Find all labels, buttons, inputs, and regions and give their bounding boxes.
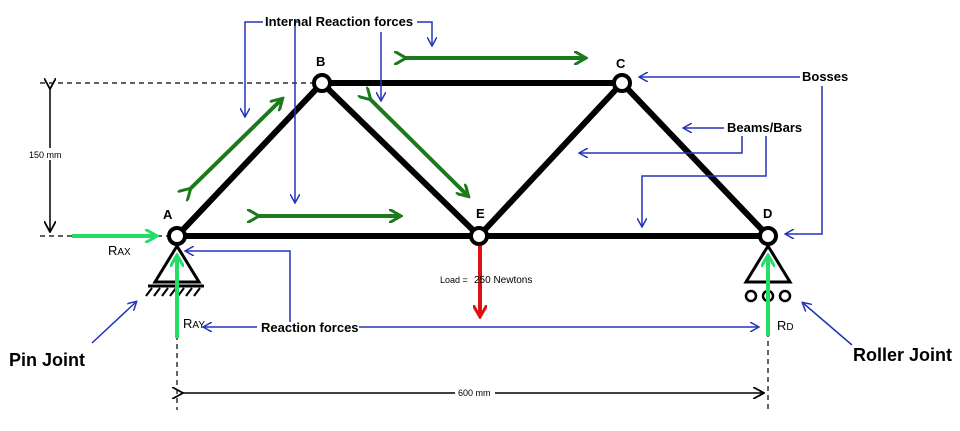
node-label-a: A xyxy=(163,207,173,222)
span-dimension-label: 600 mm xyxy=(458,388,491,398)
pointer-beam-2 xyxy=(580,136,743,153)
joint-e xyxy=(469,226,489,246)
pointer-internal-ae xyxy=(295,21,300,202)
truss-members xyxy=(174,80,771,239)
reaction-rd-label: RD xyxy=(777,318,794,333)
member-be xyxy=(319,80,482,239)
beams-bars-label: Beams/Bars xyxy=(727,120,802,135)
pointer-pin-joint xyxy=(91,302,136,344)
reaction-force-arrows xyxy=(72,236,768,338)
bosses-label: Bosses xyxy=(802,69,848,84)
joint-a xyxy=(167,226,187,246)
joints xyxy=(167,73,778,246)
pointer-boss-d xyxy=(786,86,823,234)
node-label-c: C xyxy=(616,56,626,71)
reaction-ray-label: RAY xyxy=(183,316,205,331)
roller-support xyxy=(743,243,793,303)
member-ab xyxy=(174,80,325,239)
load-label-prefix: Load = xyxy=(440,275,468,285)
node-label-b: B xyxy=(316,54,325,69)
pin-joint-label: Pin Joint xyxy=(9,350,85,370)
reaction-rax-label: RAX xyxy=(108,243,131,258)
height-label-bg xyxy=(30,148,72,160)
pointer-internal-bc xyxy=(417,21,432,45)
internal-force-be xyxy=(370,99,468,196)
pointer-beam-3 xyxy=(642,136,767,226)
reaction-forces-label: Reaction forces xyxy=(261,320,359,335)
pointer-internal-ab xyxy=(245,21,263,116)
node-label-d: D xyxy=(763,206,772,221)
member-ec xyxy=(476,80,625,239)
internal-reaction-forces-label: Internal Reaction forces xyxy=(265,14,413,29)
joint-b xyxy=(312,73,332,93)
node-label-e: E xyxy=(476,206,485,221)
load-label-value: 250 Newtons xyxy=(474,275,532,286)
roller-joint-label: Roller Joint xyxy=(853,345,952,365)
pointer-reaction-rax xyxy=(186,251,291,322)
pointer-roller-joint xyxy=(803,303,853,346)
member-cd xyxy=(619,80,771,239)
joint-d xyxy=(758,226,778,246)
height-dimension-label: 150 mm xyxy=(29,150,62,160)
internal-force-arrows xyxy=(190,58,585,216)
joint-c xyxy=(612,73,632,93)
span-label-bg xyxy=(455,386,495,400)
internal-force-ab xyxy=(190,99,282,189)
pointer-arrows xyxy=(91,21,853,346)
